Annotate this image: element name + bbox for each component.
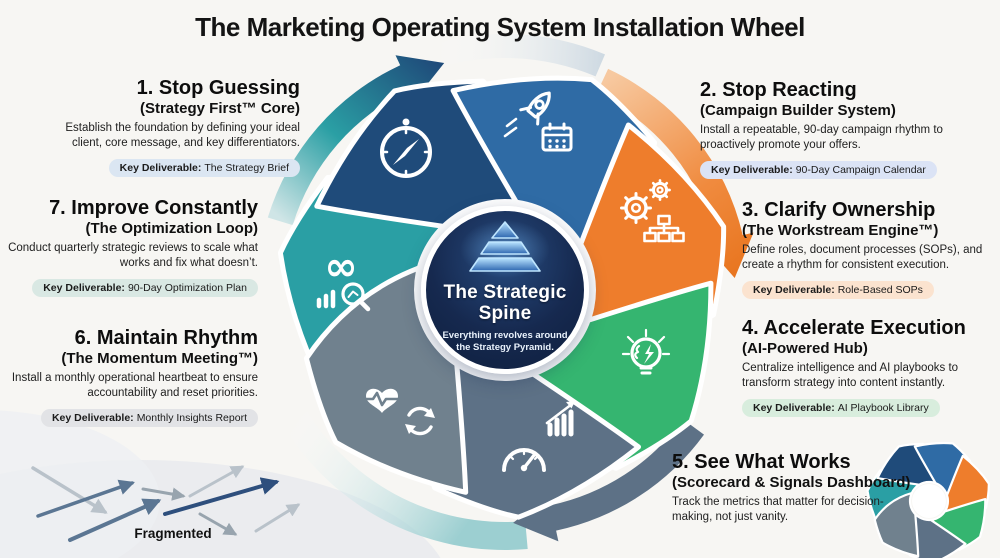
infinity-icon: ∞ [324, 244, 357, 290]
section-body: Centralize intelligence and AI playbooks… [742, 361, 959, 390]
section-accelerate-execution: 4. Accelerate Execution (AI-Powered Hub)… [742, 317, 1000, 418]
background-blob [0, 410, 160, 558]
section-see-what-works: 5. See What Works (Scorecard & Signals D… [672, 451, 920, 532]
fragmented-arrow [36, 479, 135, 518]
faint-swoosh-steel [425, 34, 605, 77]
page-title: The Marketing Operating System Installat… [195, 12, 805, 42]
pinwheel-logo [866, 441, 990, 558]
section-body: Install a repeatable, 90-day campaign rh… [700, 123, 943, 152]
refresh-icon [405, 406, 435, 436]
hub-subtitle: Everything revolves around the Strategy … [442, 329, 568, 354]
rocket-calendar-icon [503, 91, 573, 152]
key-deliverable-badge: Key Deliverable:The Strategy Brief [108, 159, 300, 178]
fragmented-arrows [31, 465, 301, 542]
key-deliverable-badge: Key Deliverable:Monthly Insights Report [40, 409, 258, 428]
section-body: Track the metrics that matter for decisi… [672, 495, 884, 524]
gauge-icon [502, 448, 546, 472]
fragmented-label: Fragmented [134, 526, 212, 541]
section-subheading: (The Optimization Loop) [85, 219, 258, 237]
fragmented-arrow [163, 477, 280, 516]
faint-swoosh-teal [275, 398, 528, 550]
flow-arrow-bottom [513, 419, 704, 542]
section-heading: 2. Stop Reacting [700, 79, 857, 101]
org-chart-icon [643, 214, 685, 243]
wheel-segments [277, 75, 727, 520]
heartbeat-refresh-icon [359, 388, 435, 436]
fragmented-arrow [198, 512, 238, 536]
section-heading: 7. Improve Constantly [49, 197, 258, 219]
gear-icon [620, 192, 652, 224]
gear-icon [649, 179, 671, 201]
fragmented-arrow [188, 465, 245, 498]
section-body: Install a monthly operational heartbeat … [11, 371, 258, 400]
strategy-pyramid-icon [460, 220, 550, 278]
section-stop-reacting: 2. Stop Reacting (Campaign Builder Syste… [700, 79, 980, 180]
logo-center [912, 484, 946, 518]
section-subheading: (Scorecard & Signals Dashboard) [672, 473, 911, 491]
magnifier-icon [341, 282, 371, 312]
section-heading: 5. See What Works [672, 451, 851, 473]
section-heading: 4. Accelerate Execution [742, 317, 966, 339]
compass-icon [380, 118, 432, 178]
section-subheading: (Strategy First™ Core) [139, 99, 300, 117]
infinity-magnifier-icon: ∞ [316, 244, 371, 312]
section-body: Define roles, document processes (SOPs),… [742, 243, 983, 272]
rocket-icon [519, 91, 551, 126]
calendar-icon [541, 122, 573, 152]
section-body: Establish the foundation by defining you… [65, 121, 300, 150]
logo-segment [873, 491, 920, 558]
section-subheading: (AI-Powered Hub) [742, 339, 868, 357]
section-clarify-ownership: 3. Clarify Ownership (The Workstream Eng… [742, 199, 1000, 300]
ai-brain-lightbulb-icon [621, 328, 671, 375]
section-body: Conduct quarterly strategic reviews to s… [8, 241, 258, 270]
bar-chart-icon [545, 401, 575, 437]
fragmented-arrow [31, 466, 108, 514]
section-heading: 6. Maintain Rhythm [74, 327, 258, 349]
section-subheading: (The Momentum Meeting™) [61, 349, 258, 367]
mini-bars [316, 289, 336, 309]
section-subheading: (Campaign Builder System) [700, 101, 896, 119]
section-heading: 1. Stop Guessing [136, 77, 300, 99]
heartbeat-icon [359, 388, 405, 413]
section-improve-constantly: 7. Improve Constantly (The Optimization … [6, 197, 258, 298]
section-maintain-rhythm: 6. Maintain Rhythm (The Momentum Meeting… [6, 327, 258, 428]
section-stop-guessing: 1. Stop Guessing (Strategy First™ Core) … [38, 77, 300, 178]
section-heading: 3. Clarify Ownership [742, 199, 936, 221]
key-deliverable-badge: Key Deliverable:90-Day Campaign Calendar [700, 161, 937, 180]
fragmented-arrow [254, 503, 301, 533]
key-deliverable-badge: Key Deliverable:AI Playbook Library [742, 399, 940, 418]
fragmented-arrow [68, 498, 162, 542]
key-deliverable-badge: Key Deliverable:Role-Based SOPs [742, 281, 934, 300]
gauge-barchart-icon [502, 401, 575, 472]
fragmented-arrow [141, 487, 186, 501]
gears-orgchart-icon [620, 179, 685, 243]
key-deliverable-badge: Key Deliverable:90-Day Optimization Plan [32, 279, 258, 298]
flow-arrow-top [267, 55, 445, 226]
section-subheading: (The Workstream Engine™) [742, 221, 939, 239]
